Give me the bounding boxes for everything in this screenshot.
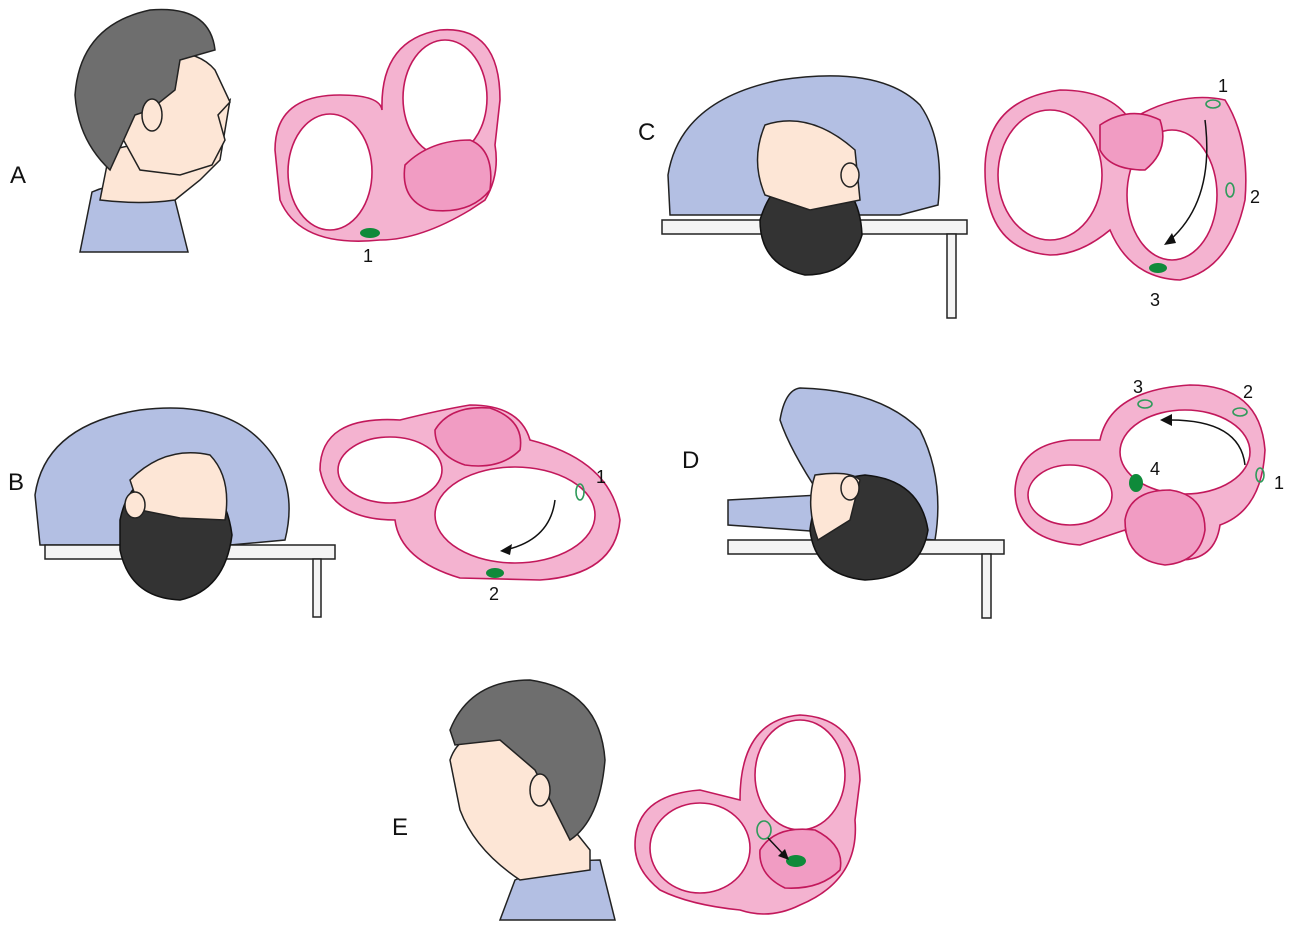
marker-d-1: 1 bbox=[1274, 473, 1284, 493]
panel-d-label: D bbox=[682, 447, 699, 474]
otolith-e bbox=[786, 855, 806, 867]
panel-b: B 1 2 bbox=[8, 405, 620, 617]
panel-c: C 1 2 3 bbox=[638, 76, 1260, 318]
labyrinth-b-vestibule bbox=[435, 408, 521, 466]
panel-a-label: A bbox=[10, 162, 26, 189]
panel-d: D 1 2 3 4 bbox=[682, 377, 1284, 618]
patient-sitting-e bbox=[450, 680, 615, 920]
labyrinth-e-hole-2 bbox=[755, 720, 845, 830]
marker-a-1: 1 bbox=[363, 246, 373, 266]
panel-a: A 1 bbox=[10, 10, 500, 267]
labyrinth-e bbox=[635, 715, 860, 914]
marker-d-4: 4 bbox=[1150, 459, 1160, 479]
otolith-b-2 bbox=[486, 568, 504, 578]
patient-supine-b bbox=[35, 408, 335, 617]
labyrinth-c: 1 2 3 bbox=[985, 76, 1260, 310]
patient-supine-c bbox=[662, 76, 967, 318]
labyrinth-a-hole-1 bbox=[288, 114, 372, 230]
labyrinth-c-vestibule bbox=[1100, 114, 1163, 170]
labyrinth-e-hole-1 bbox=[650, 803, 750, 893]
marker-c-3: 3 bbox=[1150, 290, 1160, 310]
labyrinth-d-hole-1 bbox=[1028, 465, 1112, 525]
patient-e-ear bbox=[530, 774, 550, 806]
labyrinth-c-hole-1 bbox=[998, 110, 1102, 240]
patient-c-table-leg bbox=[947, 234, 956, 318]
patient-d-table-leg bbox=[982, 554, 991, 618]
labyrinth-b: 1 2 bbox=[320, 405, 620, 604]
patient-side-d bbox=[728, 388, 1004, 618]
marker-d-2: 2 bbox=[1243, 382, 1253, 402]
otolith-d-4 bbox=[1129, 474, 1143, 492]
marker-c-1: 1 bbox=[1218, 76, 1228, 96]
patient-a-ear bbox=[142, 99, 162, 131]
labyrinth-a: 1 bbox=[275, 30, 500, 266]
patient-b-table-leg bbox=[313, 559, 321, 617]
labyrinth-a-hole-2 bbox=[403, 40, 487, 156]
marker-d-3: 3 bbox=[1133, 377, 1143, 397]
patient-sitting-a bbox=[75, 10, 230, 253]
patient-b-ear bbox=[125, 492, 145, 518]
patient-d-ear bbox=[841, 476, 859, 500]
panel-e: E bbox=[392, 680, 860, 920]
marker-b-2: 2 bbox=[489, 584, 499, 604]
labyrinth-d: 1 2 3 4 bbox=[1015, 377, 1284, 565]
marker-b-1: 1 bbox=[596, 467, 606, 487]
labyrinth-b-hole-1 bbox=[338, 437, 442, 503]
otolith-c-3 bbox=[1149, 263, 1167, 273]
panel-b-label: B bbox=[8, 469, 24, 496]
labyrinth-b-hole-2 bbox=[435, 467, 595, 563]
marker-c-2: 2 bbox=[1250, 187, 1260, 207]
panel-e-label: E bbox=[392, 814, 408, 841]
otolith-a-1 bbox=[360, 228, 380, 238]
panel-c-label: C bbox=[638, 119, 655, 146]
labyrinth-d-vestibule bbox=[1125, 490, 1205, 565]
patient-c-ear bbox=[841, 163, 859, 187]
